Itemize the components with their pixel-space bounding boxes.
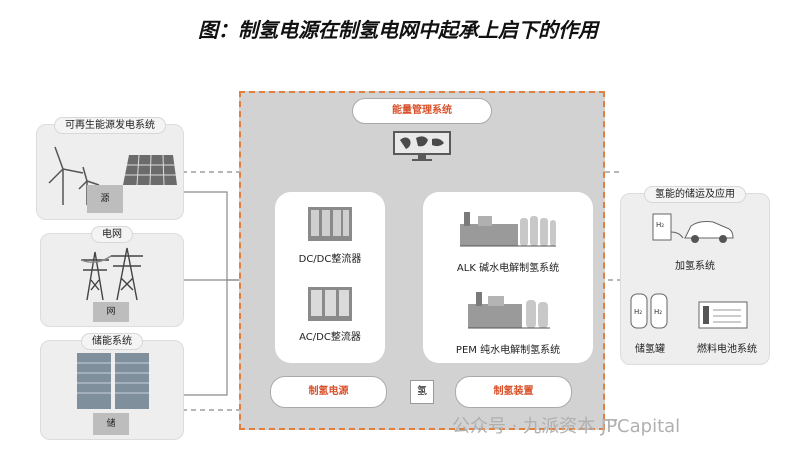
pem-electrolyzer-icon — [468, 292, 550, 329]
fuelcell-label: 燃料电池系统 — [697, 344, 757, 355]
acdc-label: AC/DC整流器 — [299, 332, 361, 343]
renewable-label: 可再生能源发电系统 — [54, 117, 166, 134]
pem-label: PEM 纯水电解制氢系统 — [455, 345, 561, 356]
alk-label: ALK 碱水电解制氢系统 — [456, 263, 560, 274]
alk-electrolyzer-icon — [460, 212, 556, 247]
hydrogen-tank-icon: H₂ H₂ — [630, 293, 668, 329]
storage-label: 储能系统 — [81, 333, 143, 350]
power-supply-pill: 制氢电源 — [270, 376, 387, 408]
watermark-text: 公众号 · 九派资本 JPCapital — [452, 416, 681, 437]
source-tag: 源 — [87, 185, 123, 213]
application-label: 氢能的储运及应用 — [644, 186, 746, 203]
battery-rack-icon — [77, 353, 149, 409]
energy-management-pill: 能量管理系统 — [352, 98, 492, 124]
renewable-panel: 可再生能源发电系统 源 — [36, 117, 184, 220]
solar-panel-icon — [123, 154, 177, 186]
tank-h2-mark-2: H₂ — [654, 308, 662, 316]
hydrogen-application-panel: 氢能的储运及应用 H₂ 加氢系统 H₂ H₂ 储氢罐 燃料电池系统 — [620, 186, 770, 365]
tank-label: 储氢罐 — [635, 344, 665, 355]
page-title: 图：制氢电源在制氢电网中起承上启下的作用 — [198, 18, 598, 42]
storage-panel: 储能系统 储 — [40, 333, 184, 440]
grid-panel: 电网 网 — [40, 226, 184, 327]
acdc-rectifier-icon — [308, 287, 352, 321]
refuel-car-icon: H₂ — [652, 213, 734, 243]
grid-label: 电网 — [91, 226, 133, 243]
world-monitor-icon — [393, 131, 451, 161]
refuel-label: 加氢系统 — [675, 261, 715, 272]
storage-tag: 储 — [93, 413, 129, 435]
fuel-cell-icon — [698, 301, 748, 329]
power-tower-icon — [80, 247, 143, 301]
electrolyzer-box — [423, 192, 593, 363]
hydrogen-equipment-pill: 制氢装置 — [455, 376, 572, 408]
tank-h2-mark-1: H₂ — [634, 308, 642, 316]
grid-tag: 网 — [93, 302, 129, 322]
dcdc-rectifier-icon — [308, 207, 352, 241]
hydrogen-center-tag: 氢 — [410, 380, 434, 404]
refuel-h2-mark: H₂ — [656, 221, 664, 229]
dcdc-label: DC/DC整流器 — [298, 254, 362, 265]
